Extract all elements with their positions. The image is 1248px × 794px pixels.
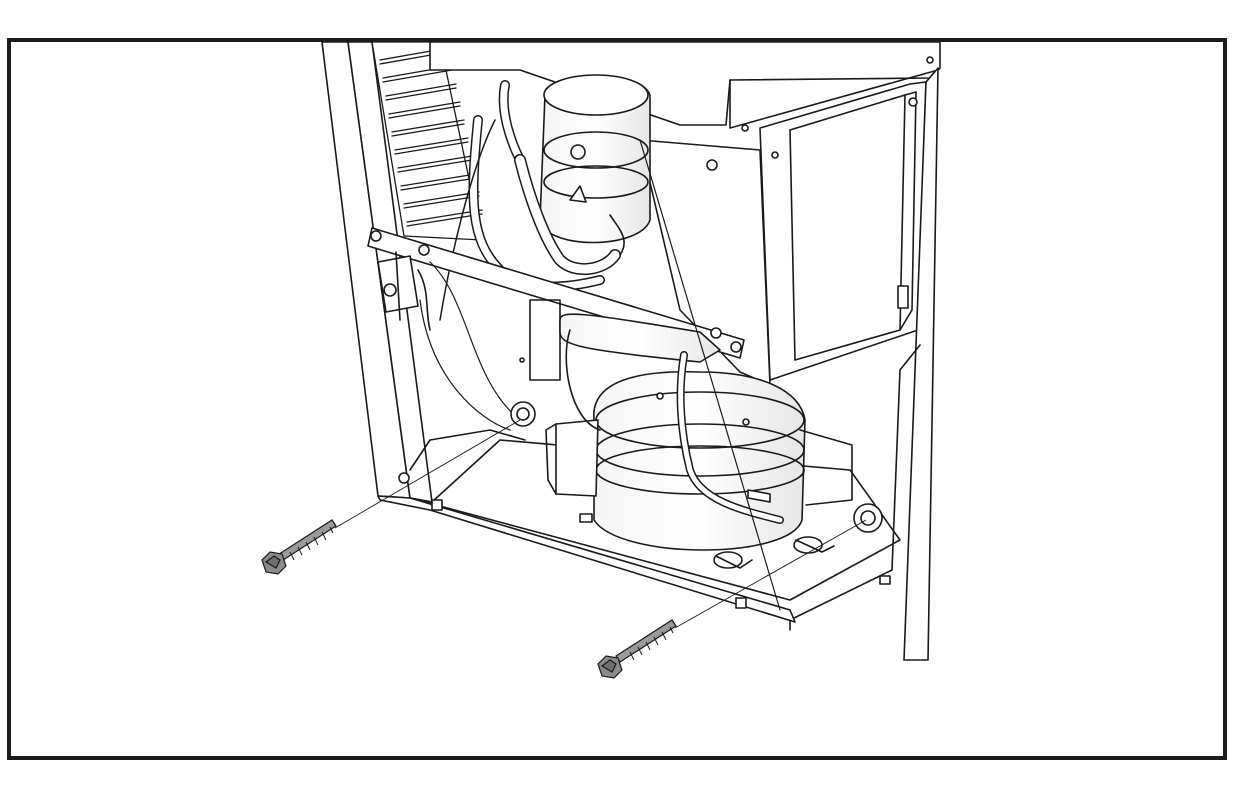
base-tray-front-lip [377,495,796,623]
starter-relay-box [555,419,599,497]
anchor-screw-icon [261,519,337,575]
guide-lines [334,419,867,629]
filter-drier [559,313,721,363]
cabinet-right-wall [903,67,939,661]
evaporator-drum [539,74,651,244]
electrical-cover [759,81,927,381]
anchor-screw-icon [597,619,677,679]
compressor [593,370,806,551]
refrigeration-unit-icon [321,41,941,661]
cabinet-top-block [429,41,941,126]
thermostat-switch [377,251,431,331]
compressor-tubes [565,329,784,524]
